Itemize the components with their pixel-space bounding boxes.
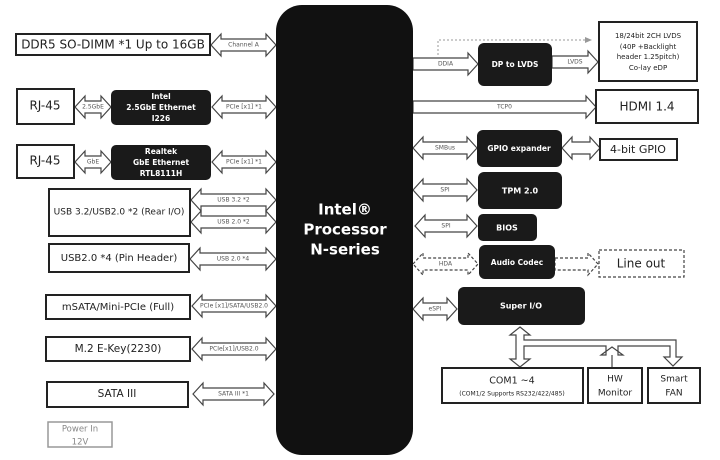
usb20-4-arrow-label: USB 2.0 *4 xyxy=(217,256,250,263)
pcie-realtek-arrow-label: PCIe [x1] *1 xyxy=(226,159,262,166)
cpu-line2: Processor xyxy=(303,221,387,239)
rj45-label-1: RJ-45 xyxy=(29,99,60,113)
lvds-line: (40P +Backlight xyxy=(620,43,677,51)
lvds-arrow xyxy=(551,49,599,75)
lvds-line: 18/24bit 2CH LVDS xyxy=(615,32,682,40)
sata-label: SATA III xyxy=(98,388,137,400)
dp-lvds-chip xyxy=(478,43,552,86)
gpio-box xyxy=(599,138,678,161)
edp-arrowhead xyxy=(585,37,592,43)
smbus-arrow-label: SMBus xyxy=(435,145,455,152)
tcp0-arrow xyxy=(412,94,597,120)
power-box xyxy=(47,421,113,448)
sata-box xyxy=(46,381,189,408)
usb32-arrow-label: USB 3.2 *2 xyxy=(217,197,250,204)
spi-bios-arrow xyxy=(414,213,478,239)
tpm-label: TPM 2.0 xyxy=(502,187,539,196)
dp-lvds-label: DP to LVDS xyxy=(492,60,539,69)
gpio-label: 4-bit GPIO xyxy=(610,143,666,156)
espi-arrow xyxy=(412,296,458,322)
power-label: Power In xyxy=(62,425,98,435)
cpu-line1: Intel® xyxy=(318,201,372,219)
com-label: COM1 ~4 xyxy=(489,376,534,387)
usb20-2-arrow-label: USB 2.0 *2 xyxy=(217,219,250,226)
hw-monitor-line: Monitor xyxy=(598,389,633,399)
rj45-box-2 xyxy=(16,144,75,179)
pcie-intel-arrow-label: PCIe [x1] *1 xyxy=(226,104,262,111)
tpm-chip xyxy=(478,172,562,209)
rj45-label-2: RJ-45 xyxy=(29,154,60,168)
espi-arrow-label: eSPI xyxy=(429,306,442,313)
edp-dashed-line xyxy=(437,39,585,55)
intel-nic-line: 2.5GbE Ethernet xyxy=(126,103,196,112)
super-io-bus-arrow xyxy=(508,326,684,368)
smart-fan-box xyxy=(647,367,701,404)
hda-arrow xyxy=(412,251,479,277)
hw-monitor-line: HW xyxy=(607,375,623,385)
spi-tpm-arrow xyxy=(412,177,478,203)
smart-fan-line: Smart xyxy=(660,375,688,385)
intel-nic-line: Intel xyxy=(151,92,170,101)
realtek-nic-chip xyxy=(111,145,211,180)
msata-arrow-label: PCIe [x1]/SATA/USB2.0 xyxy=(200,303,268,310)
lvds-box xyxy=(598,21,698,82)
rj45-box-1 xyxy=(16,88,75,125)
hda-arrow-label: HDA xyxy=(439,261,453,268)
smart-fan-line: FAN xyxy=(665,389,682,399)
audio-codec-chip xyxy=(479,245,555,279)
m2-box xyxy=(45,336,191,362)
com-sublabel: (COM1/2 Supports RS232/422/485) xyxy=(459,391,564,398)
line-out-box xyxy=(598,249,685,278)
channel-a-arrow-label: Channel A xyxy=(228,42,260,49)
usb20-label: USB2.0 *4 (Pin Header) xyxy=(61,253,178,264)
gpio-arrow xyxy=(561,135,601,161)
line-out-label: Line out xyxy=(617,257,666,271)
intel-nic-line: I226 xyxy=(152,114,170,123)
usb32-label: USB 3.2/USB2.0 *2 (Rear I/O) xyxy=(54,208,185,218)
lvds-line: Co-lay eDP xyxy=(629,64,667,72)
super-io-label: Super I/O xyxy=(500,302,542,311)
realtek-nic-line: GbE Ethernet xyxy=(133,158,190,167)
spi-tpm-arrow-label: SPI xyxy=(440,187,449,194)
cpu-line3: N-series xyxy=(310,241,380,259)
com-box xyxy=(441,367,584,404)
ddia-arrow xyxy=(412,51,479,77)
usb32-box xyxy=(48,188,191,237)
intel-nic-chip xyxy=(111,90,211,125)
sata-arrow-label: SATA III *1 xyxy=(218,391,249,398)
hdmi-box xyxy=(595,89,699,124)
msata-label: mSATA/Mini-PCIe (Full) xyxy=(62,302,174,313)
ddr5-label: DDR5 SO-DIMM *1 Up to 16GB xyxy=(21,38,205,52)
power-voltage: 12V xyxy=(72,438,89,448)
gbe-arrow-label: GbE xyxy=(87,159,99,166)
m2-arrow-label: PCIe[x1]/USB2.0 xyxy=(209,346,258,353)
usb20-box xyxy=(48,243,190,273)
lvds-arrow-label: LVDS xyxy=(567,59,582,66)
bios-chip xyxy=(478,214,537,241)
hdmi-label: HDMI 1.4 xyxy=(619,100,674,114)
super-io-chip xyxy=(458,287,585,325)
realtek-nic-line: Realtek xyxy=(145,147,178,156)
audio-codec-label: Audio Codec xyxy=(491,258,543,267)
tcp0-arrow-label: TCP0 xyxy=(496,104,512,111)
hw-monitor-box xyxy=(587,367,643,404)
msata-box xyxy=(45,294,191,320)
realtek-nic-line: RTL8111H xyxy=(140,169,182,178)
sata-arrow xyxy=(192,381,275,407)
spi-bios-arrow-label: SPI xyxy=(441,223,450,230)
gpio-expander-chip xyxy=(477,130,562,167)
cpu-block xyxy=(276,5,413,455)
m2-label: M.2 E-Key(2230) xyxy=(75,343,162,355)
bios-label: BIOS xyxy=(496,224,518,233)
ddr5-box xyxy=(15,33,211,56)
2-5gbe-arrow-label: 2.5GbE xyxy=(82,104,104,111)
lvds-line: header 1.25pitch) xyxy=(617,53,680,61)
line-out-arrow xyxy=(554,251,599,277)
ddia-arrow-label: DDIA xyxy=(438,61,454,68)
gpio-expander-label: GPIO expander xyxy=(487,144,551,153)
